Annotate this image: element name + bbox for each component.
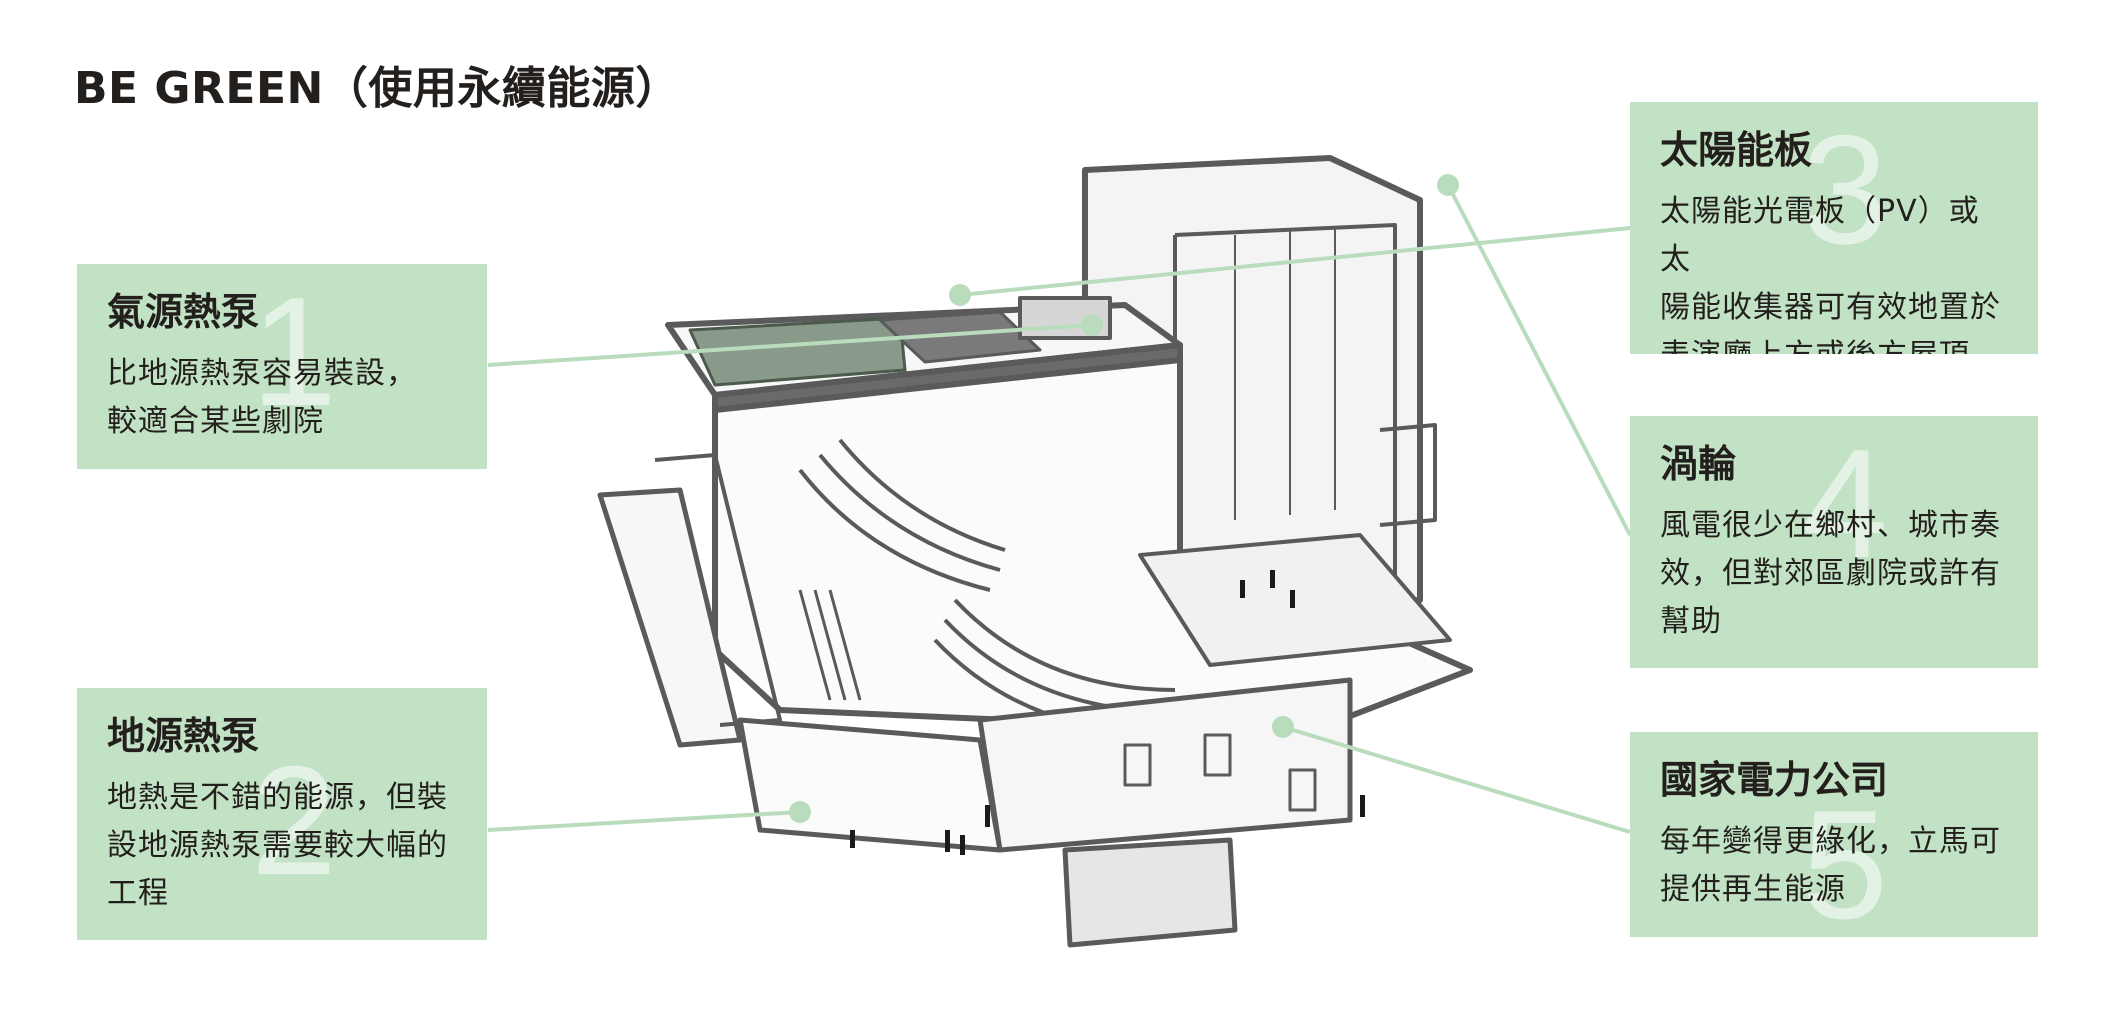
callout-line: 效，但對郊區劇院或許有 — [1660, 555, 2001, 591]
people-figures — [850, 570, 1365, 855]
callout-line: 表演廳上方或後方屋頂 — [1660, 332, 2008, 354]
callout-body: 地熱是不錯的能源，但裝 設地源熱泵需要較大幅的 工程 — [107, 774, 457, 918]
callout-body: 每年變得更綠化，立馬可 提供再生能源 — [1660, 818, 2008, 914]
callout-card-ground-source-heat-pump: 2 地源熱泵 地熱是不錯的能源，但裝 設地源熱泵需要較大幅的 工程 — [77, 688, 487, 940]
callout-line: 地熱是不錯的能源，但裝 — [107, 779, 448, 815]
basement-volume — [1062, 837, 1238, 948]
callout-card-national-grid: 5 國家電力公司 每年變得更綠化，立馬可 提供再生能源 — [1630, 732, 2038, 937]
callout-heading: 渦輪 — [1660, 442, 1737, 486]
callout-body: 風電很少在鄉村、城市奏 效，但對郊區劇院或許有 幫助 — [1660, 502, 2008, 646]
callout-heading: 地源熱泵 — [107, 714, 260, 758]
callout-line: 太陽能光電板（PV）或太 — [1660, 193, 1980, 277]
connector-line-1 — [487, 323, 1093, 367]
callout-number: 4 — [1801, 417, 1888, 590]
callout-card-air-source-heat-pump: 1 氣源熱泵 比地源熱泵容易裝設， 較適合某些劇院 — [77, 264, 487, 469]
callout-line: 每年變得更綠化，立馬可 — [1660, 823, 2001, 859]
connector-line-5 — [1282, 725, 1631, 834]
callout-heading: 國家電力公司 — [1660, 758, 1889, 802]
green-roof — [688, 316, 907, 387]
connector-line-3 — [959, 226, 1631, 297]
callout-body: 比地源熱泵容易裝設， 較適合某些劇院 — [107, 350, 457, 446]
callout-line: 比地源熱泵容易裝設， — [107, 355, 417, 391]
callout-number: 1 — [250, 265, 337, 438]
callout-body: 太陽能光電板（PV）或太 陽能收集器可有效地置於 表演廳上方或後方屋頂 — [1660, 188, 2008, 354]
callout-number: 2 — [250, 734, 337, 907]
connector-dot-2 — [789, 801, 811, 823]
connector-dot-5 — [1272, 716, 1294, 738]
connector-dot-3 — [949, 284, 971, 306]
connector-dot-4 — [1437, 174, 1459, 196]
callout-card-wind-turbine: 4 渦輪 風電很少在鄉村、城市奏 效，但對郊區劇院或許有 幫助 — [1630, 416, 2038, 668]
callout-heading: 氣源熱泵 — [107, 290, 260, 334]
front-facade — [977, 677, 1353, 853]
callout-line: 設地源熱泵需要較大幅的 — [107, 827, 448, 863]
callout-line: 風電很少在鄉村、城市奏 — [1660, 507, 2001, 543]
callout-number: 5 — [1801, 778, 1888, 937]
left-wing — [597, 487, 743, 748]
callout-line: 陽能收集器可有效地置於 — [1660, 289, 2001, 325]
page-title: BE GREEN（使用永續能源） — [74, 63, 680, 114]
connector-line-4 — [1446, 184, 1632, 536]
callout-number: 3 — [1801, 103, 1888, 276]
callout-line: 提供再生能源 — [1660, 871, 1846, 907]
callout-heading: 太陽能板 — [1660, 128, 1813, 172]
callout-line: 幫助 — [1660, 603, 1722, 639]
callout-card-solar-panels: 3 太陽能板 太陽能光電板（PV）或太 陽能收集器可有效地置於 表演廳上方或後方… — [1630, 102, 2038, 354]
connector-dot-1 — [1081, 314, 1103, 336]
callout-line: 工程 — [107, 875, 169, 911]
connector-line-2 — [487, 810, 801, 832]
solar-panel-roof — [878, 310, 1042, 364]
callout-line: 較適合某些劇院 — [107, 403, 324, 439]
